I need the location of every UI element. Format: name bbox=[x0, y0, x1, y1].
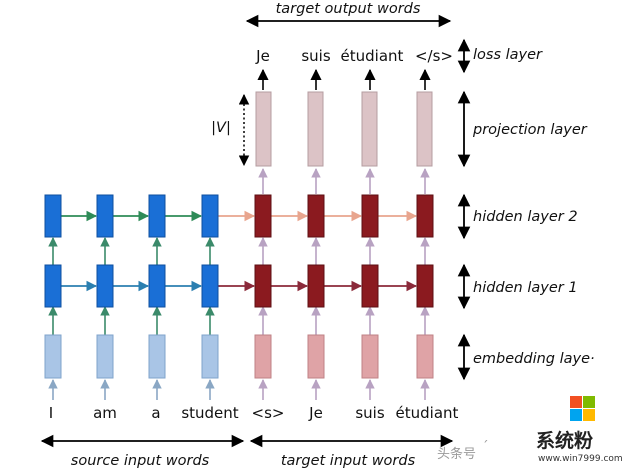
enc-h1-h2-arrows bbox=[48, 237, 215, 265]
projection-box bbox=[361, 91, 378, 167]
target-input-word: étudiant bbox=[396, 404, 459, 422]
enc-emb-h1-arrows bbox=[48, 306, 215, 335]
watermark: 头条号 ´ 系统粉 www.win7999.com bbox=[437, 396, 622, 464]
dec-h2-cell bbox=[361, 194, 379, 238]
source-word: am bbox=[93, 404, 117, 422]
target-input-label: target input words bbox=[281, 453, 416, 468]
vocab-size-label: |V| bbox=[211, 120, 231, 136]
dec-emb-cell bbox=[416, 334, 434, 379]
enc-h1-cell bbox=[44, 264, 62, 308]
enc-h2-cell bbox=[44, 194, 62, 238]
target-input-word: Je bbox=[308, 404, 323, 422]
dec-h1-h2-arrows bbox=[258, 237, 430, 265]
dec-h1-cell bbox=[416, 264, 434, 308]
embedding-layer-label: embedding laye· bbox=[473, 351, 595, 367]
encoder-embedding-layer bbox=[44, 334, 219, 379]
dec-input-arrows bbox=[258, 379, 430, 400]
watermark-site-url: www.win7999.com bbox=[538, 454, 622, 464]
enc-h2-cell bbox=[201, 194, 219, 238]
projection-box bbox=[416, 91, 433, 167]
enc-emb-cell bbox=[44, 334, 62, 379]
dec-h1-cell bbox=[254, 264, 272, 308]
source-word: a bbox=[151, 404, 160, 422]
hidden-layer-1-label: hidden layer 1 bbox=[473, 280, 578, 296]
dec-h1-cell bbox=[361, 264, 379, 308]
watermark-tick: ´ bbox=[482, 440, 489, 455]
dec-emb-cell bbox=[254, 334, 272, 379]
projection-layer bbox=[255, 91, 433, 167]
projection-box bbox=[307, 91, 324, 167]
decoder-hidden-layer-1 bbox=[254, 264, 434, 308]
target-input-word: <s> bbox=[252, 404, 285, 422]
dec-h2-cell bbox=[254, 194, 272, 238]
decoder-hidden-layer-2 bbox=[254, 194, 434, 238]
enc-input-arrows bbox=[48, 379, 215, 400]
dec-h1-cell bbox=[307, 264, 325, 308]
projection-layer-label: projection layer bbox=[472, 122, 588, 138]
watermark-source-text: 头条号 bbox=[437, 446, 476, 462]
dec-emb-h1-arrows bbox=[258, 306, 430, 335]
dec-emb-cell bbox=[361, 334, 379, 379]
enc-emb-cell bbox=[201, 334, 219, 379]
output-word: suis bbox=[301, 47, 330, 65]
output-arrows bbox=[257, 68, 431, 90]
enc-emb-cell bbox=[96, 334, 114, 379]
windows-logo-icon bbox=[570, 396, 595, 421]
enc-h2-cell bbox=[148, 194, 166, 238]
enc-emb-cell bbox=[148, 334, 166, 379]
source-input-label: source input words bbox=[71, 453, 210, 468]
dec-proj-arrows bbox=[258, 168, 430, 194]
enc-h1-cell bbox=[96, 264, 114, 308]
source-word: student bbox=[181, 404, 238, 422]
encoder-hidden-layer-2 bbox=[44, 194, 219, 238]
output-word: </s> bbox=[415, 47, 453, 65]
target-output-label: target output words bbox=[276, 1, 421, 17]
output-word: Je bbox=[255, 47, 270, 65]
decoder-embedding-layer bbox=[254, 334, 434, 379]
encoder-hidden-layer-1 bbox=[44, 264, 219, 308]
target-input-word: suis bbox=[355, 404, 384, 422]
dec-emb-cell bbox=[307, 334, 325, 379]
dec-h2-cell bbox=[307, 194, 325, 238]
source-word: I bbox=[49, 404, 53, 422]
dec-h2-cell bbox=[416, 194, 434, 238]
projection-box bbox=[255, 91, 272, 167]
loss-layer-label: loss layer bbox=[473, 47, 543, 63]
output-word: étudiant bbox=[341, 47, 404, 65]
enc-h1-cell bbox=[148, 264, 166, 308]
hidden-layer-2-label: hidden layer 2 bbox=[473, 209, 578, 225]
watermark-site-name: 系统粉 bbox=[536, 429, 593, 452]
enc-h2-cell bbox=[96, 194, 114, 238]
enc-h1-cell bbox=[201, 264, 219, 308]
